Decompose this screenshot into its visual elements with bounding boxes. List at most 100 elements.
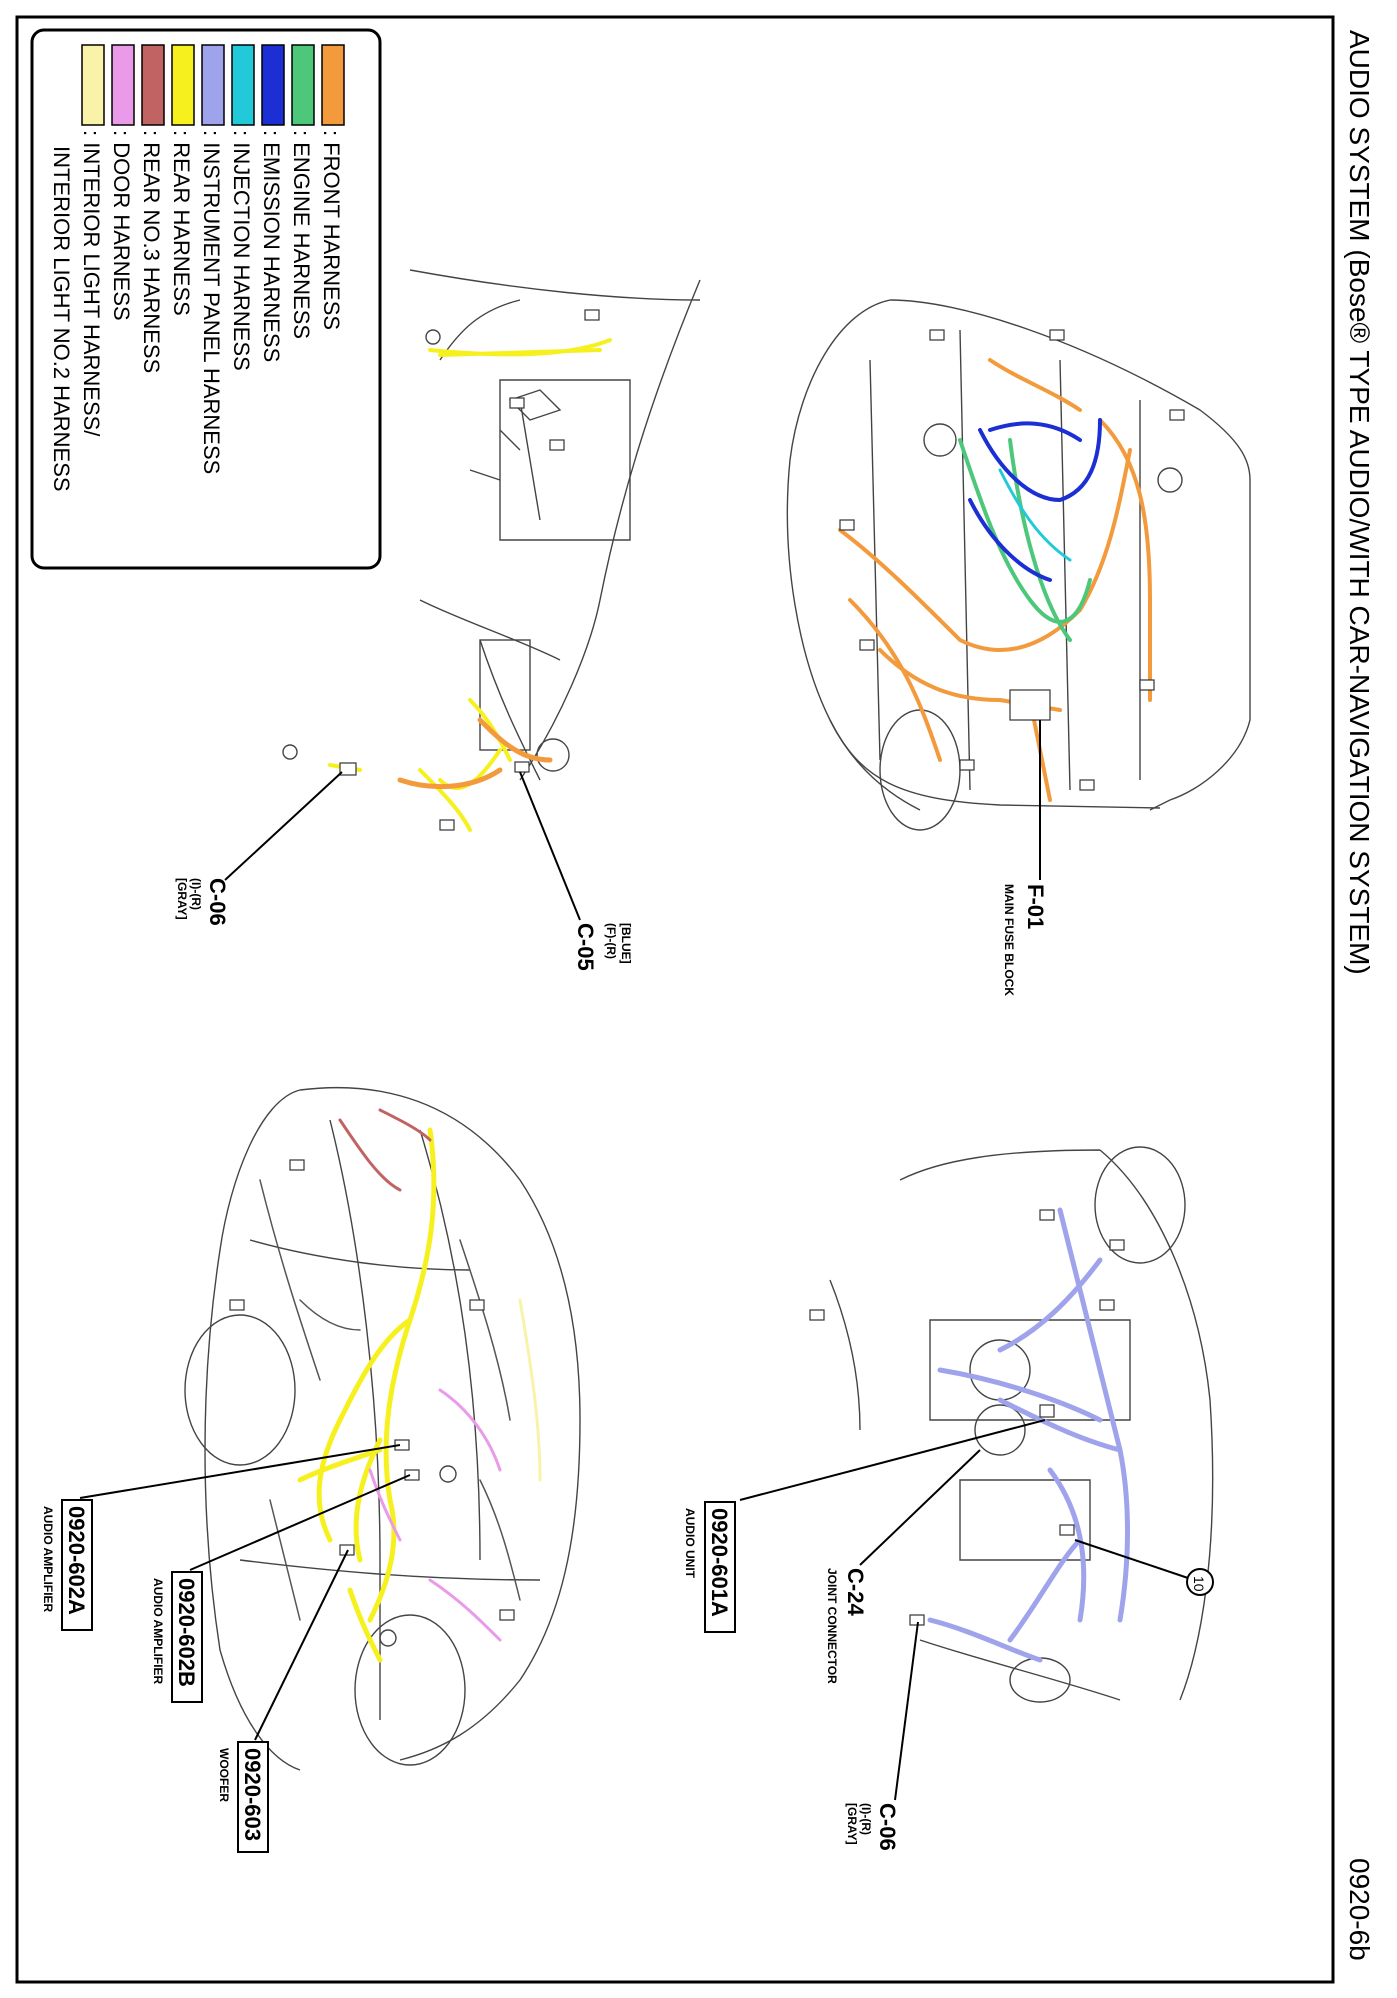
c06-right-leader: [894, 1621, 919, 1801]
body-ground-terminal: [439, 1465, 457, 1483]
a602a-code: 0920-602A: [64, 1506, 89, 1615]
c24-leader: [859, 1449, 981, 1566]
page-frame: [15, 15, 1335, 1984]
c06-left-leader: [224, 771, 343, 881]
emission-harness-wire: [968, 418, 1102, 582]
a603-desc: WOOFER: [217, 1748, 231, 1802]
legend-swatch: [171, 44, 195, 126]
page-number: 0920-6b: [1344, 1858, 1375, 1961]
a602b-box: [171, 1571, 203, 1703]
c05-l2: [BLUE]: [619, 923, 633, 964]
cabin-round-part: [536, 738, 570, 772]
cabin-small-parts: [469, 389, 562, 481]
instrument-panel-view: 10 0920-601A AUDIO UNIT C-24 JOINT CONNE…: [683, 1146, 1214, 1851]
legend-label: : INTERIOR LIGHT HARNESS/: [79, 130, 104, 437]
c06-left-l1: (I)-(R): [189, 878, 203, 910]
c24-desc: JOINT CONNECTOR: [825, 1568, 839, 1684]
a601-desc: AUDIO UNIT: [683, 1508, 697, 1579]
engine-connectors: [839, 329, 1185, 791]
c05-l1: (F)-(R): [604, 923, 618, 959]
a602a-box: [61, 1499, 93, 1631]
legend-label: : DOOR HARNESS: [109, 130, 134, 321]
cabin-connectors: [339, 309, 600, 831]
body-roof-lines: [239, 1119, 541, 1720]
f01-code: F-01: [1023, 884, 1048, 929]
ip-side-vent: [1009, 1657, 1071, 1703]
main-fuse-block-shape: [1009, 689, 1051, 721]
circle10-leader: [1074, 1539, 1189, 1579]
legend: : FRONT HARNESS: ENGINE HARNESS: EMISSIO…: [30, 28, 382, 570]
rear-harness-wire-body: [297, 1127, 437, 1663]
cabin-bracket: [479, 639, 531, 751]
ip-outline: [899, 1149, 1214, 1701]
circle10-label: 10: [1191, 1576, 1207, 1592]
a602b-desc: AUDIO AMPLIFIER: [151, 1578, 165, 1685]
a603-code: 0920-603: [240, 1748, 265, 1841]
interior-light-harness-wire: [518, 1298, 542, 1482]
cabin-ground-terminal-2: [282, 744, 298, 760]
legend-swatch: [81, 44, 105, 126]
legend-label-interior-light-no2: INTERIOR LIGHT NO.2 HARNESS: [49, 146, 74, 492]
body-rear-wheel: [354, 1614, 466, 1766]
page-title: AUDIO SYSTEM (Bose® TYPE AUDIO/WITH CAR-…: [1344, 30, 1375, 975]
legend-swatch: [291, 44, 315, 126]
legend-swatch: [261, 44, 285, 126]
door-harness-wire: [368, 1388, 502, 1642]
cabin-panels: [419, 299, 631, 781]
legend-label: : FRONT HARNESS: [319, 130, 344, 330]
c06-right-l2: [GRAY]: [845, 1803, 859, 1845]
legend-swatch: [201, 44, 225, 126]
ip-gauge-2: [974, 1404, 1026, 1456]
a601-box: [704, 1501, 736, 1633]
misc-body-wires: [259, 1179, 521, 1621]
body-ground-terminal-2: [379, 1629, 397, 1647]
cabin-outline: [409, 269, 701, 781]
vehicle-body-view: 0920-602A AUDIO AMPLIFIER 0920-602B AUDI…: [41, 1086, 581, 1853]
legend-frame: [30, 28, 382, 570]
a603-leader: [254, 1549, 349, 1741]
engine-body-outline: [786, 299, 1251, 811]
a602b-leader: [189, 1474, 411, 1571]
front-harness-wire: [838, 358, 1152, 802]
legend-swatch: [141, 44, 165, 126]
legend-label: : EMISSION HARNESS: [259, 130, 284, 362]
engine-compartment-view: F-01 MAIN FUSE BLOCK: [786, 299, 1251, 996]
circle10-marker: [1186, 1568, 1214, 1596]
body-front-wheel: [184, 1314, 296, 1466]
injection-harness-wire: [998, 468, 1072, 562]
a602a-leader: [79, 1444, 401, 1499]
engine-fender-outline: [829, 719, 1161, 809]
ip-steering-column: [1094, 1146, 1186, 1264]
a603-box: [237, 1741, 269, 1853]
cabin-dash-view: C-06 (I)-(R) [GRAY] C-05 (F)-(R) [BLUE]: [175, 269, 701, 971]
body-outline: [204, 1086, 581, 1771]
legend-swatch: [231, 44, 255, 126]
legend-label: : REAR NO.3 HARNESS: [139, 130, 164, 373]
c06-right-l1: (I)-(R): [859, 1803, 873, 1835]
c05-leader: [519, 771, 581, 921]
front-harness-wire-cabin: [397, 717, 553, 789]
legend-swatch: [111, 44, 135, 126]
c06-left-code: C-06: [205, 878, 230, 926]
c06-left-l2: [GRAY]: [175, 878, 189, 920]
legend-items: : FRONT HARNESS: ENGINE HARNESS: EMISSIO…: [79, 44, 345, 474]
engine-cap: [923, 423, 957, 457]
engine-harness-wire: [958, 438, 1092, 642]
engine-wheel-arch: [879, 709, 961, 831]
rear-no3-harness-wire: [338, 1108, 432, 1192]
c24-code: C-24: [843, 1568, 868, 1616]
legend-label: : INJECTION HARNESS: [229, 130, 254, 371]
legend-swatch: [321, 44, 345, 126]
a602b-code: 0920-602B: [174, 1578, 199, 1687]
legend-label: : INSTRUMENT PANEL HARNESS: [199, 130, 224, 474]
legend-label: : REAR HARNESS: [169, 130, 194, 316]
c06-right-code: C-06: [875, 1803, 900, 1851]
ip-connectors: [809, 1209, 1125, 1626]
engine-cap-2: [1157, 467, 1183, 493]
f01-desc: MAIN FUSE BLOCK: [1002, 884, 1016, 996]
ip-dash-lines: [829, 1279, 1131, 1561]
cabin-ground-terminal: [425, 329, 441, 345]
a601-leader: [739, 1419, 1046, 1501]
legend-label: : ENGINE HARNESS: [289, 130, 314, 339]
